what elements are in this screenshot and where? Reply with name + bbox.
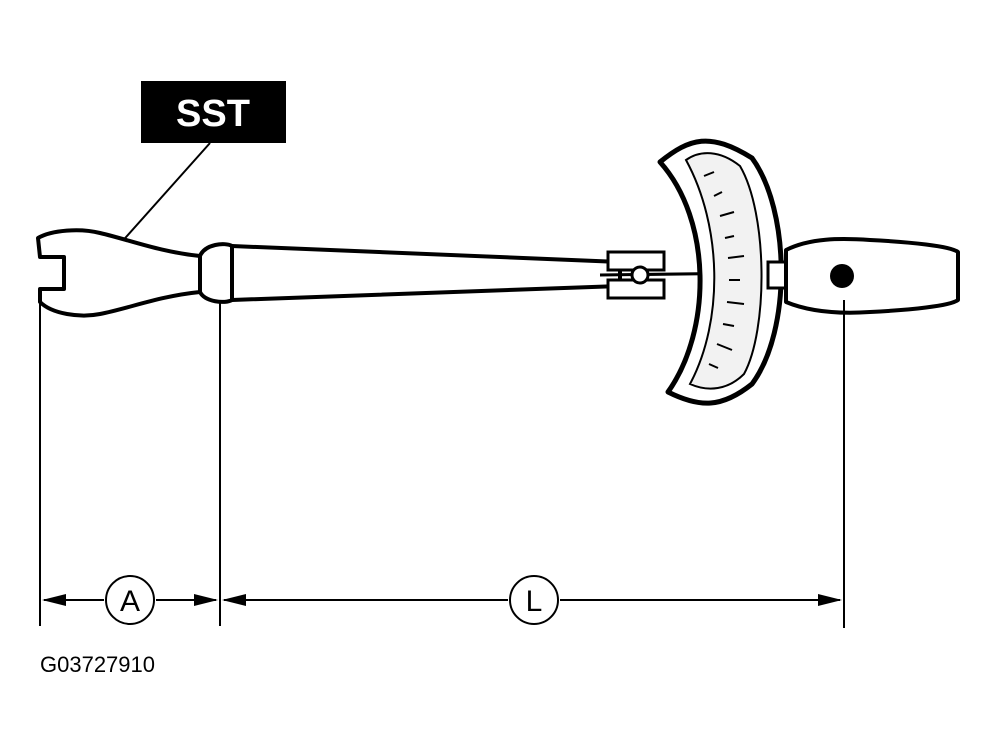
shaft-body [230, 244, 622, 302]
gauge-scale-ticks [703, 171, 745, 369]
dimension-a-label: A [120, 585, 140, 618]
sst-label-box [141, 81, 286, 143]
arrow-a-right [194, 594, 218, 606]
arrow-l-left [222, 594, 246, 606]
handle-grip [784, 237, 960, 315]
dimension-extension-lines [39, 300, 845, 628]
dimension-a: A [42, 575, 218, 625]
dimension-l-circle [509, 575, 559, 625]
pivot-pin [630, 265, 650, 285]
torque-gauge [657, 138, 784, 406]
open-end-wrench [36, 228, 234, 318]
dimension-a-circle [105, 575, 155, 625]
arrow-l-right [818, 594, 842, 606]
handle-pivot-dot [830, 264, 854, 288]
torque-wrench-shaft [230, 244, 761, 302]
sst-label-tag: SST [141, 81, 286, 143]
wrench-head [36, 228, 202, 318]
torque-wrench-handle [766, 237, 960, 315]
wrench-connector [198, 242, 234, 304]
sst-label-text: SST [176, 93, 250, 135]
arrow-a-left [42, 594, 66, 606]
gauge-face [684, 152, 763, 390]
dimension-l: L [222, 575, 842, 625]
dimension-l-label: L [526, 585, 543, 618]
figure-code: G03727910 [40, 652, 155, 677]
sst-leader-line [109, 142, 211, 256]
